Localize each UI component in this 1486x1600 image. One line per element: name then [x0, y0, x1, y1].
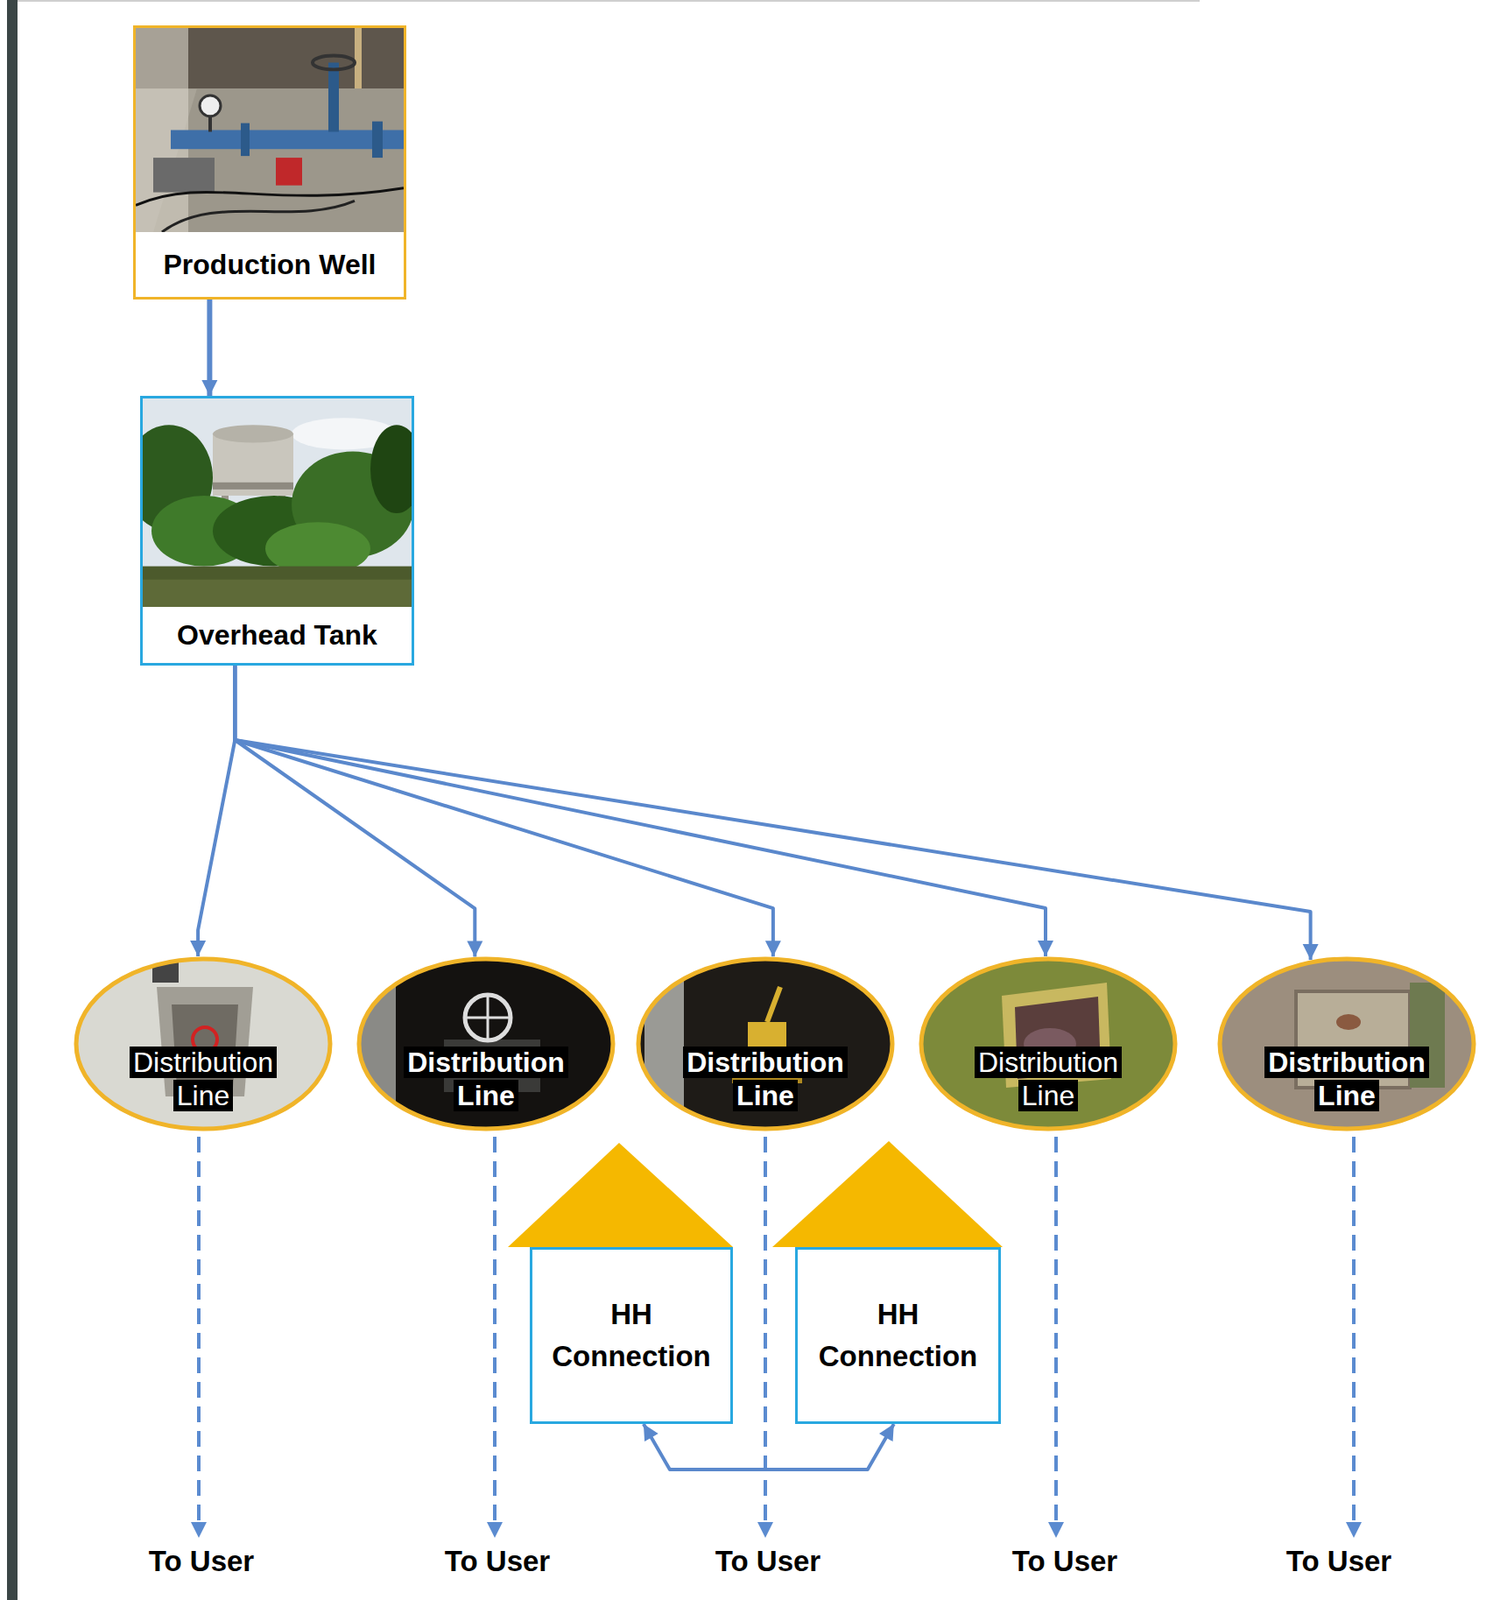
- user-label: To User: [1012, 1544, 1118, 1578]
- oval-label: Distribution Line: [683, 1046, 848, 1112]
- user-label: To User: [148, 1544, 254, 1578]
- oval-label-block: Distribution Line: [389, 1045, 583, 1113]
- oval-label-wrap: Distribution Line: [356, 1045, 616, 1113]
- connector-line: [234, 665, 475, 957]
- distribution-oval: Distribution Line: [918, 956, 1178, 1132]
- side-bar: [7, 0, 18, 1600]
- distribution-oval: Distribution Line: [635, 956, 895, 1132]
- label-band: Production Well: [135, 232, 404, 297]
- flow-connector: [190, 665, 235, 957]
- distribution-oval: Distribution Line: [356, 956, 616, 1132]
- arrow-head: [879, 1423, 895, 1442]
- house-roof: [507, 1142, 733, 1247]
- production-well-box: Production Well: [133, 25, 407, 300]
- distribution-oval: Distribution Line: [73, 956, 333, 1132]
- flow-connector: [234, 665, 782, 957]
- box-label: Production Well: [163, 248, 377, 282]
- user-flow-lines: [198, 1136, 1354, 1524]
- household-box: HH Connection: [795, 1246, 1001, 1424]
- arrow-head: [190, 940, 206, 957]
- household-label: HH Connection: [810, 1293, 986, 1378]
- tank-photo: [142, 398, 412, 607]
- connector-line: [197, 665, 235, 957]
- overhead-tank-box: Overhead Tank: [140, 395, 415, 666]
- oval-label-wrap: Distribution Line: [1217, 1045, 1477, 1113]
- oval-label-block: Distribution Line: [669, 1045, 862, 1113]
- flow-connector: [201, 299, 218, 396]
- user-label: To User: [444, 1544, 550, 1578]
- oval-label-block: Distribution Line: [951, 1045, 1145, 1113]
- connector-line: [234, 665, 1046, 957]
- box-label: Overhead Tank: [176, 619, 378, 652]
- connector-line: [234, 665, 1310, 960]
- oval-label-block: Distribution Line: [1250, 1045, 1444, 1113]
- oval-label: Distribution Line: [129, 1046, 277, 1112]
- user-label: To User: [715, 1544, 821, 1578]
- label-band: Overhead Tank: [142, 606, 412, 663]
- oval-label: Distribution Line: [974, 1046, 1122, 1112]
- household-label: HH Connection: [543, 1293, 719, 1378]
- flow-connector: [234, 665, 1054, 957]
- flow-connector: [234, 665, 1318, 960]
- oval-label-wrap: Distribution Line: [73, 1045, 333, 1113]
- arrow-head: [1302, 943, 1319, 960]
- connector-line: [643, 1423, 895, 1470]
- connector-line: [234, 665, 774, 957]
- arrow-head: [201, 380, 218, 396]
- oval-label-block: Distribution Line: [106, 1045, 300, 1113]
- user-flow-heads: [190, 1521, 1362, 1538]
- user-label: To User: [1286, 1544, 1392, 1578]
- arrow-head: [466, 940, 483, 957]
- top-rule: [17, 0, 1200, 2]
- flow-connector: [643, 1423, 895, 1470]
- oval-label: Distribution Line: [1264, 1046, 1430, 1112]
- flow-connector: [234, 665, 483, 957]
- arrow-head: [765, 940, 782, 957]
- arrow-head: [1037, 940, 1054, 957]
- distribution-oval: Distribution Line: [1217, 956, 1477, 1132]
- oval-label: Distribution Line: [403, 1046, 569, 1112]
- arrow-head: [643, 1423, 659, 1442]
- oval-label-wrap: Distribution Line: [918, 1045, 1178, 1113]
- oval-label-wrap: Distribution Line: [635, 1045, 895, 1113]
- household-box: HH Connection: [529, 1246, 733, 1424]
- well-photo: [135, 28, 404, 233]
- house-roof: [772, 1140, 1003, 1247]
